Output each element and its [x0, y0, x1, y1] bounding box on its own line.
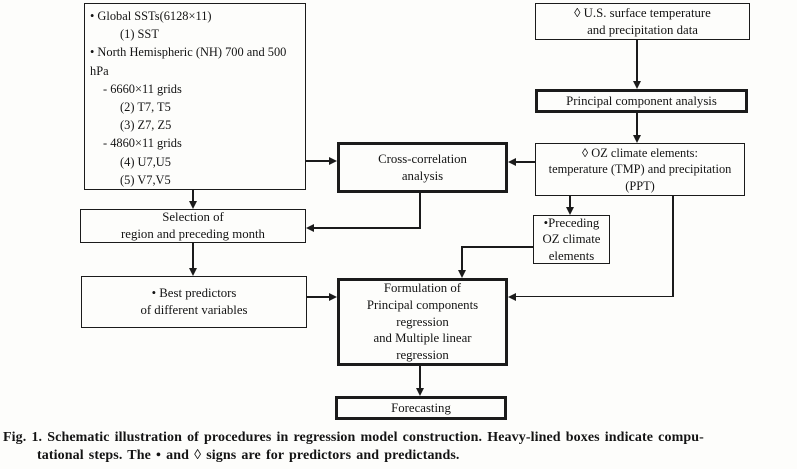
oz-elements-line: ◊ OZ climate elements: — [582, 146, 698, 161]
predictors-line: (4) U7,U5 — [120, 154, 171, 169]
preceding-oz-line: OZ climate — [542, 232, 601, 247]
oz-elements-line: (PPT) — [625, 178, 655, 193]
arrowhead-down — [416, 388, 424, 396]
arrowhead-down — [566, 207, 574, 215]
predictors-line: (2) T7, T5 — [120, 100, 171, 115]
predictors-line: - 4860×11 grids — [103, 136, 182, 151]
predictors-box: • Global SSTs(6128×11) (1) SST • North H… — [84, 3, 306, 190]
pca-label: Principal component analysis — [566, 93, 717, 108]
pca-box: Principal component analysis — [535, 89, 748, 113]
best-predictors-line: • Best predictors — [151, 286, 237, 301]
arrowhead-left — [508, 292, 516, 301]
predictors-line: • North Hemispheric (NH) 700 and 500 — [90, 45, 287, 60]
selection-line: Selection of — [162, 210, 224, 225]
predictors-line: hPa — [90, 63, 109, 78]
formulation-line: and Multiple linear — [373, 331, 472, 346]
arrowhead-right — [329, 157, 337, 165]
formulation-line: regression — [396, 314, 449, 329]
connector-oz-to-preceding — [569, 196, 571, 209]
preceding-oz-line: •Preceding — [543, 215, 600, 230]
arrowhead-left — [508, 158, 516, 166]
connector-pca-to-oz — [636, 113, 638, 137]
formulation-line: regression — [396, 347, 449, 362]
connector-formulation-to-forecasting — [419, 366, 421, 390]
connector-oz-to-formulation-vertical — [672, 196, 674, 297]
figure-caption-line2: tational steps. The • and ◊ signs are fo… — [37, 448, 460, 463]
formulation-line: Formulation of — [383, 281, 462, 296]
arrowhead-down — [189, 268, 197, 276]
arrowhead-down — [189, 201, 197, 209]
predictors-line: (1) SST — [120, 27, 159, 42]
connector-predictors-to-selection — [192, 190, 194, 204]
arrowhead-down — [633, 81, 641, 89]
connector-oz-to-crosscorr — [515, 161, 535, 163]
formulation-box: Formulation of Principal components regr… — [337, 278, 508, 366]
cross-correlation-line: Cross-correlation — [378, 151, 467, 166]
preceding-oz-box: •Preceding OZ climate elements — [533, 215, 610, 264]
arrowhead-left — [306, 224, 314, 232]
arrowhead-right — [329, 293, 337, 301]
connector-best-to-formulation — [307, 296, 330, 298]
connector-crosscorr-to-selection-vertical — [419, 193, 421, 228]
connector-usdata-to-pca — [636, 40, 638, 83]
predictors-line: (5) V7,V5 — [120, 172, 171, 187]
forecasting-label: Forecasting — [391, 400, 451, 415]
connector-selection-to-best — [192, 243, 194, 270]
formulation-line: Principal components — [366, 298, 479, 313]
selection-line: region and preceding month — [121, 227, 265, 241]
selection-box: Selection of region and preceding month — [80, 209, 306, 243]
arrowhead-down — [458, 270, 466, 278]
predictors-line: - 6660×11 grids — [103, 81, 182, 96]
us-data-box: ◊ U.S. surface temperature and precipita… — [535, 3, 750, 40]
predictors-line: (3) Z7, Z5 — [120, 118, 172, 133]
cross-correlation-box: Cross-correlation analysis — [337, 142, 508, 193]
connector-crosscorr-to-selection-horizontal — [313, 227, 421, 229]
best-predictors-box: • Best predictors of different variables — [81, 276, 307, 328]
oz-elements-line: temperature (TMP) and precipitation — [548, 162, 732, 177]
connector-preceding-to-formulation-vertical — [461, 246, 463, 272]
us-data-line: and precipitation data — [587, 22, 698, 37]
preceding-oz-line: elements — [548, 248, 595, 263]
arrowhead-down — [633, 135, 641, 143]
connector-oz-to-formulation-horizontal — [515, 295, 673, 297]
forecasting-box: Forecasting — [335, 396, 507, 420]
oz-elements-box: ◊ OZ climate elements: temperature (TMP)… — [535, 143, 745, 196]
connector-predictors-to-crosscorr — [306, 160, 330, 162]
us-data-line: ◊ U.S. surface temperature — [574, 5, 711, 20]
cross-correlation-line: analysis — [401, 168, 444, 183]
best-predictors-line: of different variables — [140, 303, 248, 317]
predictors-line: • Global SSTs(6128×11) — [90, 9, 212, 23]
figure-caption-line1: Fig. 1. Schematic illustration of proced… — [3, 430, 704, 445]
connector-preceding-to-formulation-horizontal — [462, 246, 533, 248]
